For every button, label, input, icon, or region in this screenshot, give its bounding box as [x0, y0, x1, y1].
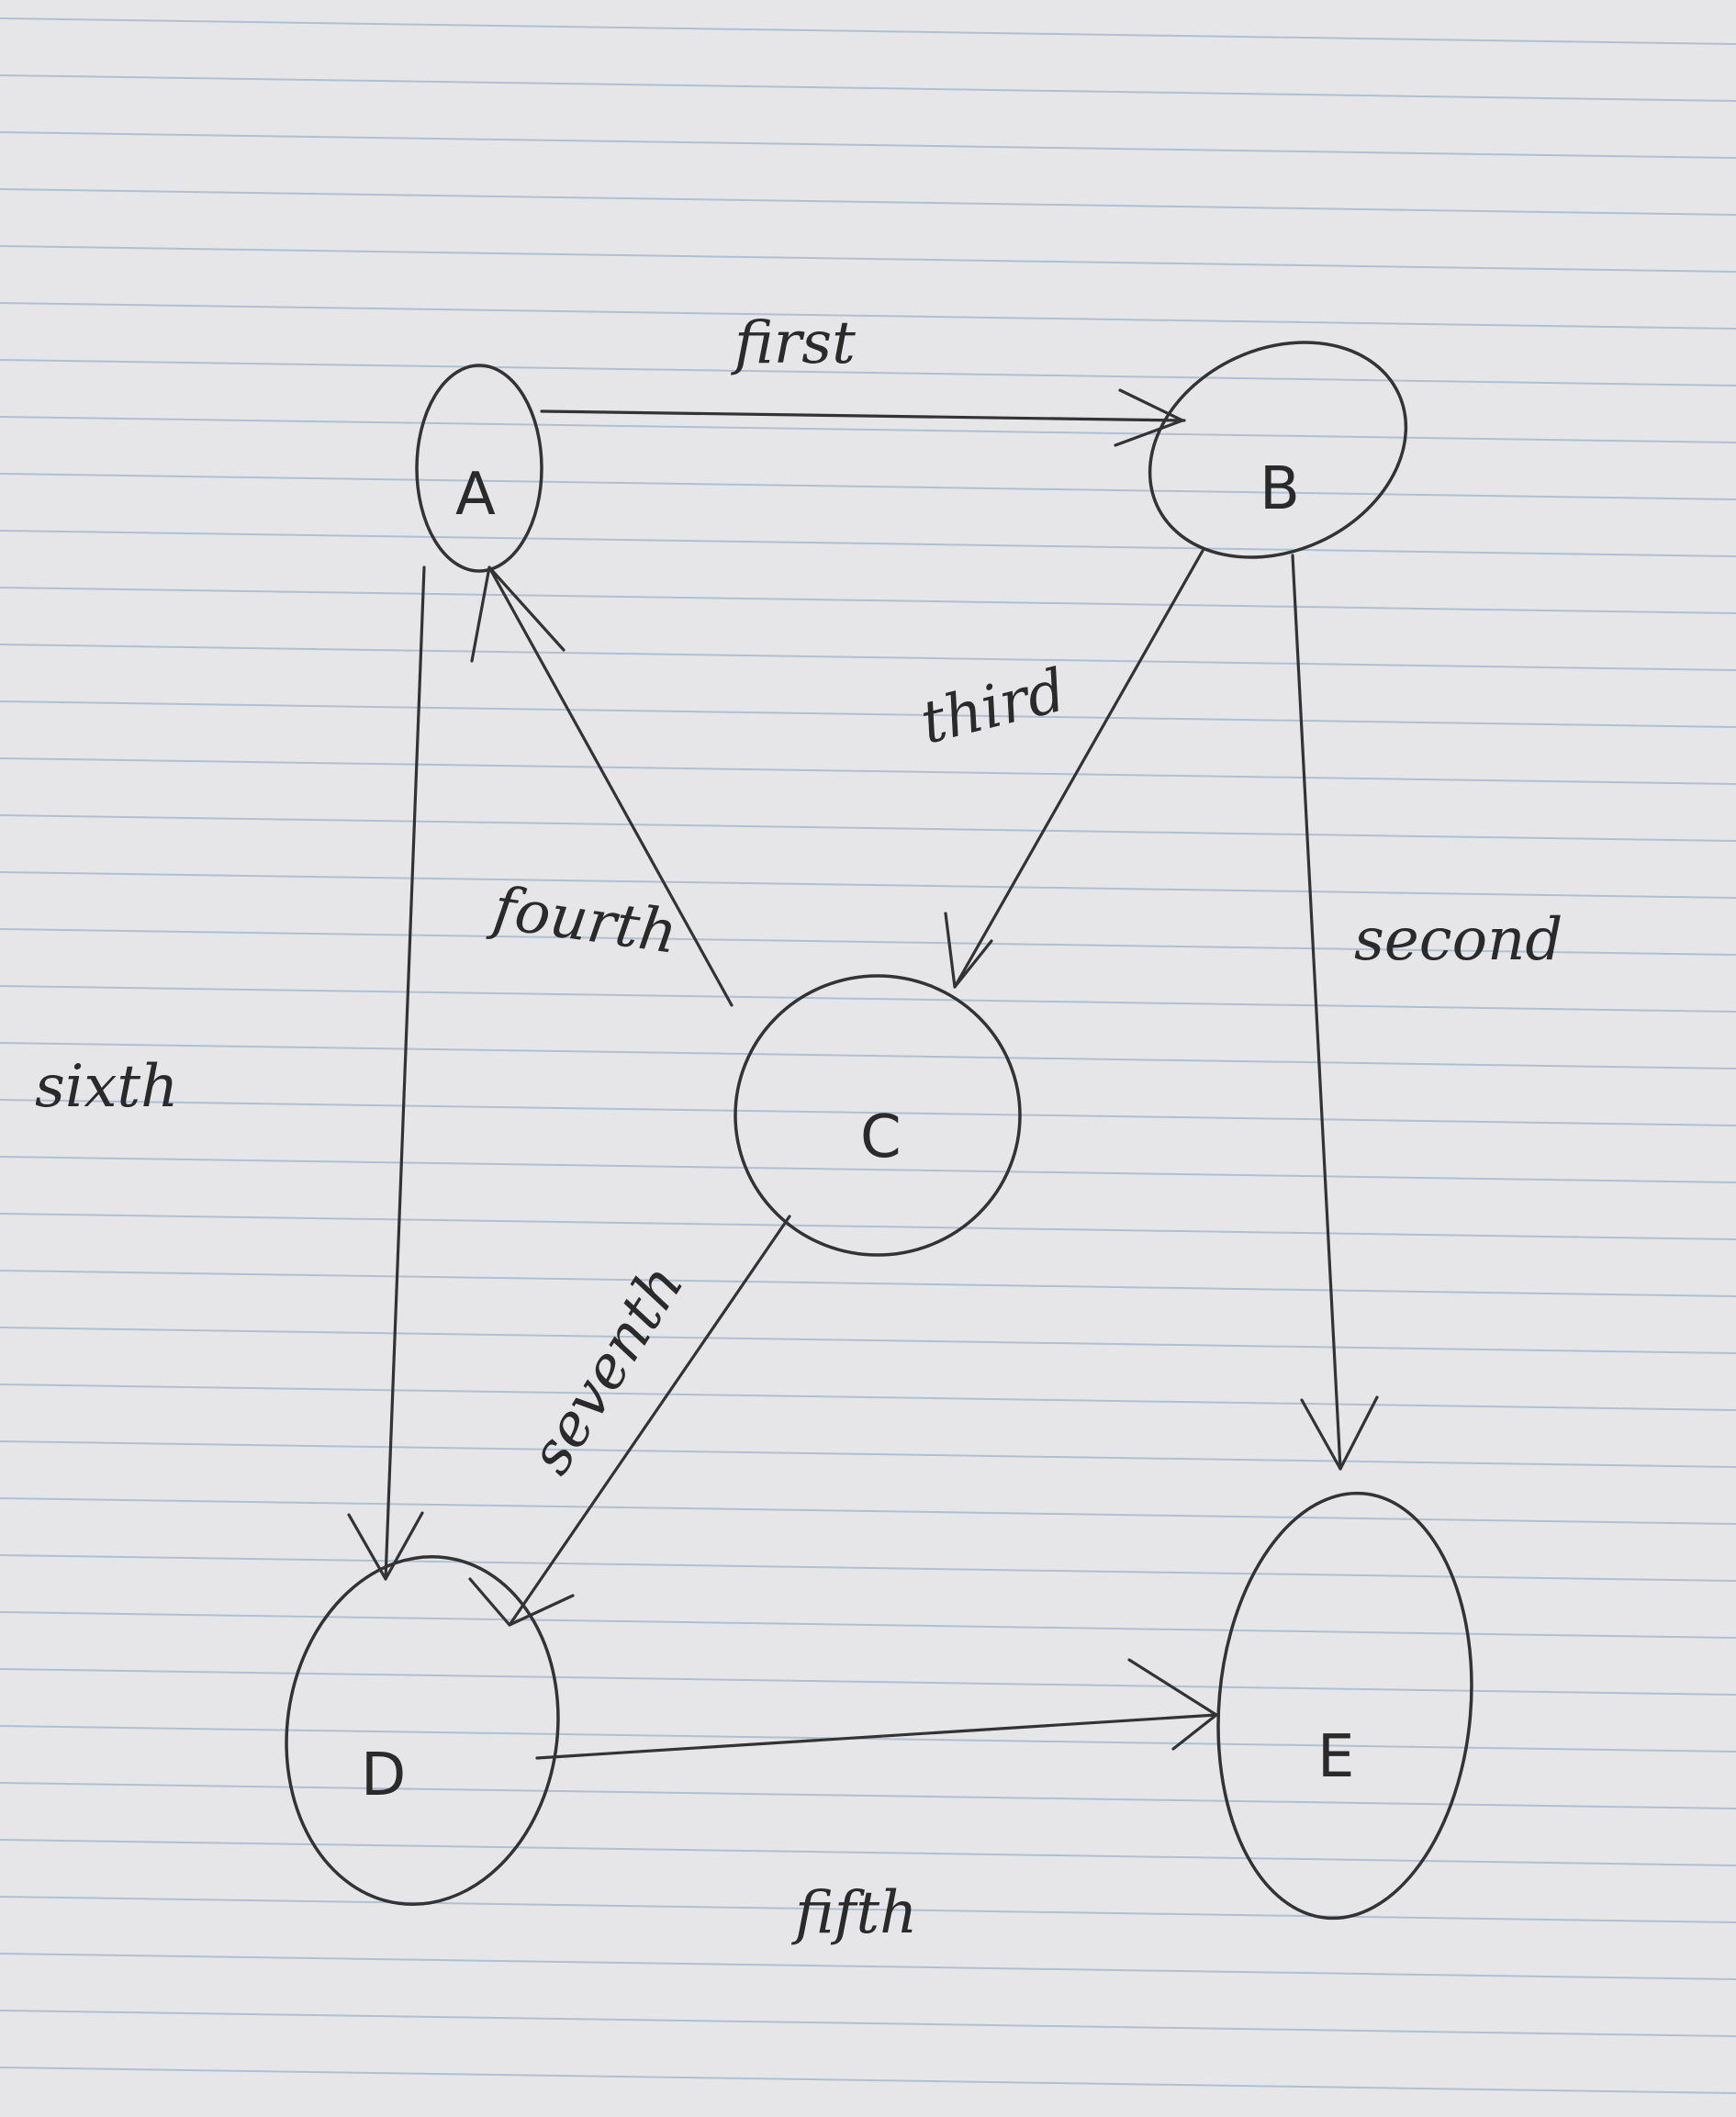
ruled-line: [0, 1042, 1736, 1070]
node-c-label: C: [860, 1103, 902, 1171]
ruled-line: [0, 1440, 1736, 1468]
node-b-label: B: [1260, 455, 1300, 523]
ruled-line: [0, 74, 1736, 102]
node-d-label: D: [361, 1742, 406, 1809]
edge-second-label: second: [1354, 906, 1562, 974]
ruled-line: [0, 1327, 1736, 1354]
ruled-line: [0, 2010, 1736, 2037]
ruled-line: [0, 871, 1736, 899]
ruled-line: [0, 1611, 1736, 1639]
ruled-line: [0, 1156, 1736, 1183]
ruled-line: [0, 1099, 1736, 1126]
ruled-line: [0, 17, 1736, 45]
ruled-line: [0, 1383, 1736, 1411]
edge-fifth: fifth: [535, 1658, 1218, 1947]
ruled-line: [0, 700, 1736, 728]
node-b: B: [1148, 341, 1408, 559]
edge-first-label: first: [731, 309, 856, 377]
ruled-line: [0, 814, 1736, 842]
ruled-line: [0, 587, 1736, 614]
edge-fourth-label: fourth: [486, 874, 681, 968]
edge-sixth: sixth: [35, 566, 426, 1581]
ruled-line: [0, 530, 1736, 557]
node-a: A: [415, 364, 543, 573]
ruled-line: [0, 359, 1736, 386]
edge-second: second: [1291, 554, 1562, 1471]
ruled-line: [0, 2067, 1736, 2094]
ruled-line: [0, 1896, 1736, 1923]
ruled-line: [0, 1725, 1736, 1753]
ruled-lines: [0, 17, 1736, 2094]
ruled-line: [0, 1497, 1736, 1525]
ruled-line: [0, 245, 1736, 273]
ruled-line: [0, 473, 1736, 500]
node-a-label: A: [455, 461, 496, 529]
ruled-line: [0, 1782, 1736, 1809]
node-e: E: [1216, 1491, 1473, 1921]
edge-sixth-label: sixth: [35, 1053, 178, 1121]
node-d: D: [285, 1554, 560, 1907]
ruled-line: [0, 1839, 1736, 1866]
ruled-line: [0, 985, 1736, 1013]
ruled-line: [0, 188, 1736, 216]
ruled-line: [0, 131, 1736, 159]
edge-third-label: third: [914, 656, 1072, 757]
edge-fifth-label: fifth: [791, 1879, 917, 1947]
ruled-line: [0, 302, 1736, 330]
ruled-line: [0, 416, 1736, 443]
ruled-line: [0, 1953, 1736, 1980]
ruled-line: [0, 644, 1736, 671]
edge-third: third: [914, 549, 1204, 989]
ruled-line: [0, 757, 1736, 785]
edge-first: first: [540, 309, 1186, 447]
node-c: C: [734, 974, 1022, 1257]
ruled-line: [0, 1213, 1736, 1240]
ruled-line: [0, 1270, 1736, 1297]
ruled-line: [0, 1554, 1736, 1582]
ruled-line: [0, 928, 1736, 956]
node-e-label: E: [1317, 1723, 1354, 1791]
ruled-line: [0, 1668, 1736, 1696]
